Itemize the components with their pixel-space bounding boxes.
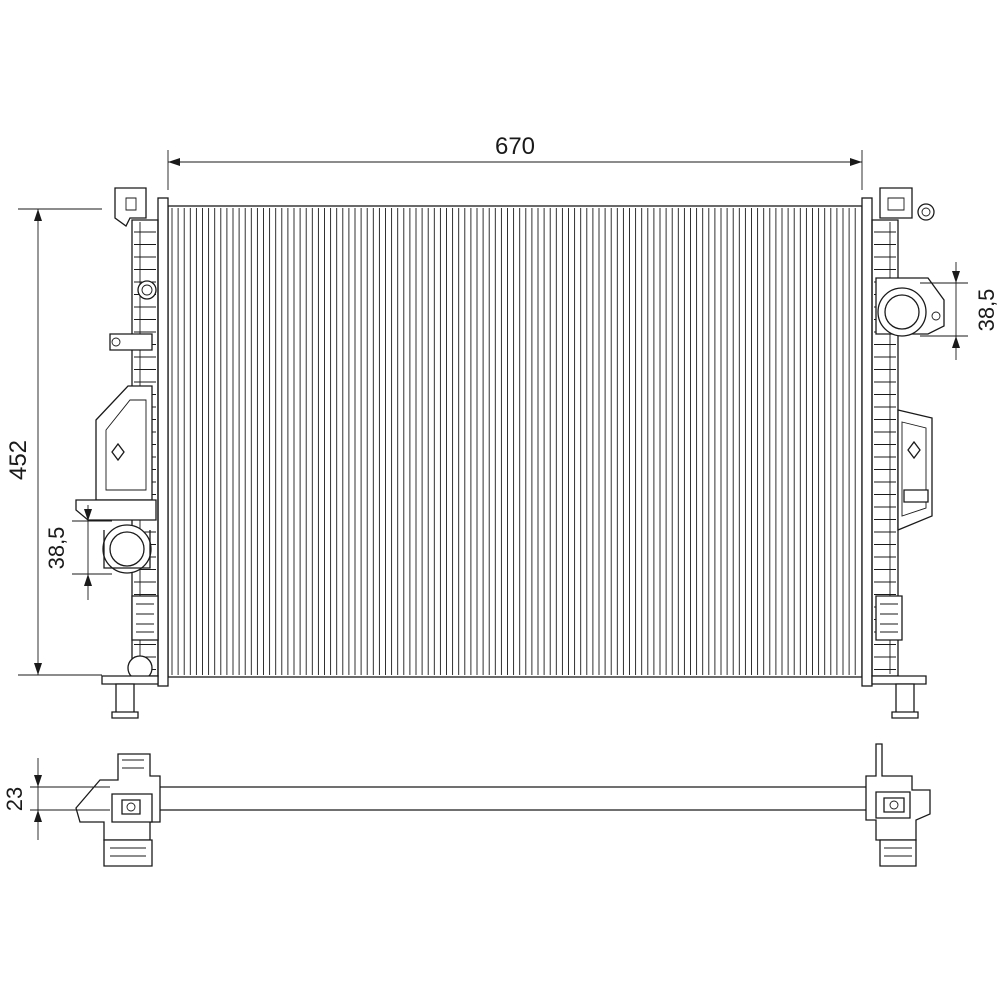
dimension-outlet-left: 38,5: [44, 505, 112, 600]
dimension-height: 452: [5, 208, 102, 676]
right-tank: [861, 187, 945, 719]
dimension-outlet-right-label: 38,5: [974, 289, 999, 332]
dimension-outlet-left-label: 38,5: [44, 527, 69, 570]
radiator-side-view: [75, 743, 931, 867]
dimension-outlet-right: 38,5: [920, 262, 999, 360]
dimension-width: 670: [167, 133, 863, 190]
dimension-width-label: 670: [495, 133, 535, 160]
dimension-height-label: 452: [5, 440, 32, 480]
radiator-front-view: [75, 187, 945, 719]
cooling-fins: [171, 208, 856, 675]
dimension-depth: 23: [2, 758, 110, 840]
dimension-depth-label: 23: [2, 787, 27, 811]
left-tank: [75, 187, 169, 719]
